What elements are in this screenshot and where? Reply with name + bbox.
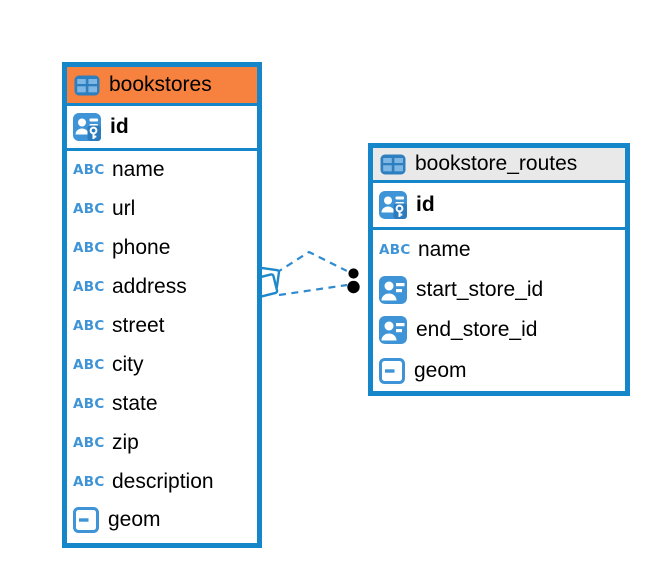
column-row[interactable]: ABC name bbox=[373, 230, 625, 270]
column-name: address bbox=[112, 275, 187, 299]
text-type-icon: ABC bbox=[379, 242, 411, 259]
relation-target-marker-dots[interactable] bbox=[346, 266, 361, 294]
column-row[interactable]: ABC url bbox=[67, 190, 257, 229]
table-name: bookstores bbox=[109, 73, 212, 96]
column-row[interactable]: ABC street bbox=[67, 307, 257, 346]
primary-key-icon bbox=[379, 191, 407, 219]
primary-key-row[interactable]: id bbox=[373, 183, 625, 230]
column-name: geom bbox=[414, 358, 467, 382]
text-type-icon: ABC bbox=[73, 434, 105, 451]
text-type-icon: ABC bbox=[73, 473, 105, 490]
text-type-icon: ABC bbox=[73, 395, 105, 412]
column-row[interactable]: ABC state bbox=[67, 384, 257, 423]
column-name: geom bbox=[108, 508, 161, 532]
column-row[interactable]: ABC phone bbox=[67, 229, 257, 268]
relationship-line-lower[interactable] bbox=[278, 283, 348, 297]
table-bookstore-routes[interactable]: bookstore_routes id ABC name bbox=[368, 143, 630, 396]
column-row[interactable]: ABC description bbox=[67, 462, 257, 501]
column-name: zip bbox=[112, 430, 139, 454]
column-name: url bbox=[112, 197, 136, 221]
column-row[interactable]: geom bbox=[373, 351, 625, 391]
column-name: city bbox=[112, 352, 144, 376]
column-name: description bbox=[112, 469, 214, 493]
column-row[interactable]: start_store_id bbox=[373, 270, 625, 310]
table-icon bbox=[380, 154, 406, 174]
column-name: name bbox=[112, 158, 165, 182]
reference-type-icon bbox=[379, 276, 407, 305]
text-type-icon: ABC bbox=[73, 201, 105, 218]
column-name: name bbox=[418, 238, 471, 262]
text-type-icon: ABC bbox=[73, 279, 105, 296]
table-icon bbox=[74, 75, 100, 95]
column-name: end_store_id bbox=[416, 318, 538, 342]
table-header-bookstores[interactable]: bookstores bbox=[67, 67, 257, 106]
geometry-type-icon bbox=[73, 507, 99, 534]
primary-key-name: id bbox=[110, 115, 129, 138]
text-type-icon: ABC bbox=[73, 240, 105, 257]
text-type-icon: ABC bbox=[73, 318, 105, 334]
table-name: bookstore_routes bbox=[415, 152, 578, 175]
column-row[interactable]: ABC zip bbox=[67, 423, 257, 462]
relationship-line-upper[interactable] bbox=[275, 250, 350, 274]
column-row[interactable]: ABC city bbox=[67, 345, 257, 384]
primary-key-icon bbox=[73, 113, 101, 141]
geometry-type-icon bbox=[379, 357, 405, 384]
table-header-bookstore-routes[interactable]: bookstore_routes bbox=[373, 148, 625, 183]
column-name: start_store_id bbox=[416, 278, 544, 302]
primary-key-name: id bbox=[416, 193, 435, 216]
column-row[interactable]: ABC name bbox=[67, 151, 257, 190]
column-row[interactable]: geom bbox=[67, 501, 257, 540]
column-row[interactable]: ABC address bbox=[67, 268, 257, 307]
text-type-icon: ABC bbox=[73, 162, 105, 179]
text-type-icon: ABC bbox=[73, 356, 105, 373]
column-name: state bbox=[112, 391, 158, 415]
reference-type-icon bbox=[379, 316, 407, 345]
column-name: phone bbox=[112, 236, 171, 260]
table-bookstores[interactable]: bookstores id ABC name ABC url ABC bbox=[62, 62, 262, 548]
column-name: street bbox=[112, 314, 165, 337]
column-row[interactable]: end_store_id bbox=[373, 310, 625, 350]
primary-key-row[interactable]: id bbox=[67, 106, 257, 151]
